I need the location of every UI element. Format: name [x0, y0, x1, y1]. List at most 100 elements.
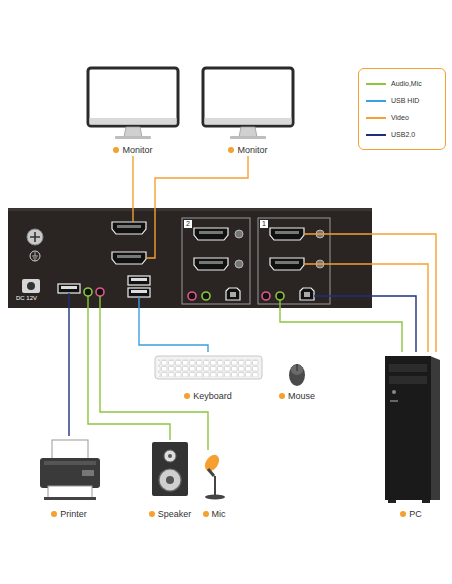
- mic-icon: [208, 469, 214, 476]
- kvm-switch: 21DC 12V: [8, 208, 372, 308]
- pc-tower-icon: [388, 500, 396, 503]
- port-lead: [68, 293, 69, 308]
- device-name: PC: [409, 509, 422, 519]
- monitor-icon: [203, 68, 293, 139]
- kvm-switch-body: [8, 208, 372, 211]
- kvm-switch-body: [235, 230, 243, 238]
- port-lead: [146, 208, 155, 258]
- speaker-icon: [168, 454, 172, 458]
- port-lead: [87, 296, 88, 308]
- kvm-switch-body: [96, 288, 104, 296]
- bullet-dot: [51, 511, 57, 517]
- kvm-switch-body: [188, 292, 196, 300]
- device-name: Mouse: [288, 391, 315, 401]
- device-label: Monitor: [82, 144, 184, 156]
- device-label: Printer: [27, 508, 111, 520]
- cable-connector: [372, 264, 428, 352]
- legend-entry: Video: [366, 112, 442, 124]
- printer-icon: [40, 458, 100, 488]
- cable-connector: [68, 308, 69, 436]
- mic-icon: [205, 495, 225, 500]
- kvm-switch-body: [276, 292, 284, 300]
- monitor-icon: [115, 136, 151, 139]
- keyboard-icon: [158, 359, 259, 377]
- device-label: Mouse: [269, 390, 325, 402]
- pc-tower-icon: [385, 356, 431, 500]
- device-label: Mic: [193, 508, 235, 520]
- port-lead: [304, 263, 372, 264]
- bullet-dot: [400, 511, 406, 517]
- kvm-switch-body: [27, 282, 35, 290]
- power-input-label: DC 12V: [16, 295, 37, 302]
- kvm-switch-body: [270, 258, 304, 270]
- printer-icon: [40, 440, 100, 500]
- speaker-icon: [152, 442, 188, 496]
- monitor-icon: [90, 118, 177, 125]
- mic-icon: [202, 452, 222, 474]
- printer-icon: [44, 497, 96, 500]
- keyboard-icon: [155, 356, 262, 379]
- kvm-switch-body: [202, 292, 210, 300]
- legend-swatch: [366, 83, 386, 85]
- bullet-dot: [184, 393, 190, 399]
- kvm-switch-body: [194, 258, 228, 270]
- port-lead: [132, 208, 133, 222]
- speaker-icon: [164, 450, 176, 462]
- kvm-switch-body: [32, 252, 38, 260]
- cable-connector: [139, 308, 208, 352]
- monitor-icon: [239, 127, 257, 137]
- speaker-icon: [152, 442, 188, 496]
- mouse-icon: [297, 364, 298, 371]
- port-group-number: 1: [260, 220, 268, 228]
- legend-text: Video: [391, 112, 409, 124]
- legend-swatch: [366, 100, 386, 102]
- legend-text: USB2.0: [391, 129, 415, 141]
- cable-connector: [372, 234, 436, 352]
- mouse-node: Mouse: [269, 360, 325, 402]
- pc-tower-icon: [392, 390, 396, 394]
- speaker-icon: [159, 469, 181, 491]
- mic-icon: [214, 476, 216, 496]
- mouse-icon: [291, 365, 303, 375]
- mic-icon: [202, 452, 225, 499]
- port-lead: [279, 300, 280, 308]
- monitor-node: Monitor: [82, 64, 184, 156]
- device-name: Printer: [60, 509, 87, 519]
- device-label: Speaker: [142, 508, 198, 520]
- monitor-node: Monitor: [197, 64, 299, 156]
- kvm-switch-body: [182, 218, 250, 304]
- cable-connector: [132, 156, 133, 208]
- cable-connector: [280, 308, 402, 352]
- device-name: Keyboard: [193, 391, 232, 401]
- port-lead: [304, 233, 372, 234]
- kvm-switch-body: [58, 284, 80, 293]
- legend-text: Audio,Mic: [391, 78, 422, 90]
- legend-swatch: [366, 117, 386, 119]
- legend-text: USB HID: [391, 95, 419, 107]
- pc-tower-icon: [389, 376, 427, 384]
- kvm-switch-body: [226, 288, 240, 300]
- kvm-switch-body: [300, 288, 314, 300]
- mouse-icon: [289, 364, 305, 386]
- device-name: Mic: [212, 509, 226, 519]
- kvm-switch-body: [22, 279, 40, 293]
- printer-node: Printer: [27, 436, 111, 520]
- kvm-switch-body: [27, 229, 43, 245]
- kvm-switch-body: [235, 260, 243, 268]
- device-label: PC: [375, 508, 447, 520]
- pc-node: PC: [375, 352, 447, 520]
- legend-entry: Audio,Mic: [366, 78, 442, 90]
- kvm-switch-body: [128, 288, 150, 297]
- device-name: Monitor: [237, 145, 267, 155]
- speaker-icon: [166, 476, 174, 484]
- legend-entry: USB2.0: [366, 129, 442, 141]
- pc-tower-icon: [385, 356, 440, 503]
- device-name: Speaker: [158, 509, 192, 519]
- kvm-switch-body: [112, 252, 146, 264]
- keyboard-icon: [155, 356, 262, 379]
- keyboard-node: Keyboard: [147, 352, 269, 402]
- kvm-switch-body: [8, 208, 372, 308]
- port-lead: [314, 295, 372, 296]
- legend-box: Audio,MicUSB HID VideoUSB2.0: [358, 68, 446, 150]
